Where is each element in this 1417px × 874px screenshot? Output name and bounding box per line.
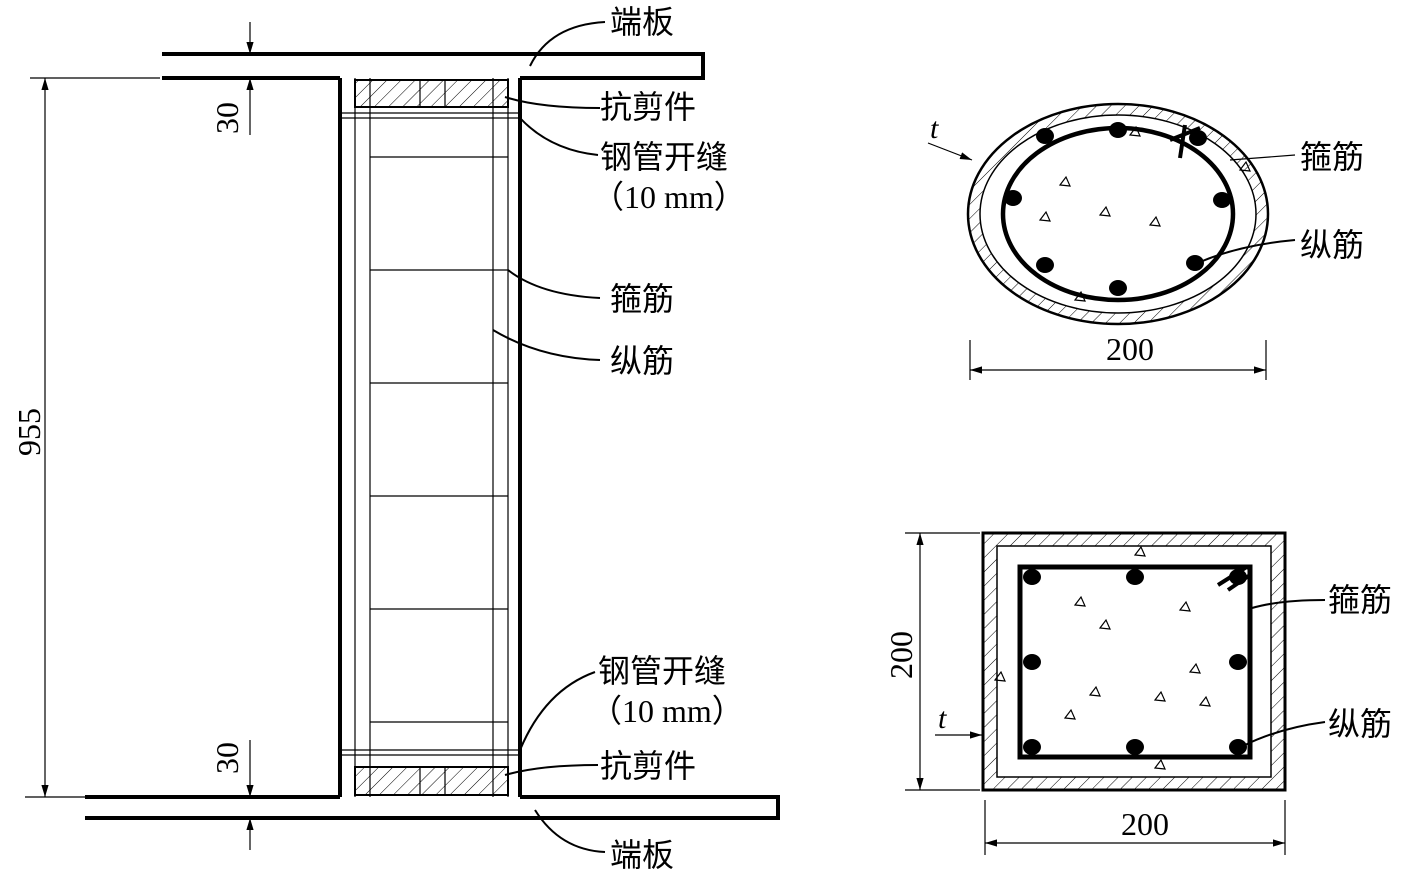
gap-dimension-bottom — [238, 740, 262, 850]
circular-section — [927, 102, 1296, 380]
label-slit-bottom-width: （10 mm） — [590, 693, 744, 729]
circular-diameter-dim: 200 — [1106, 331, 1154, 367]
circular-label-longitudinal-bar: 纵筋 — [1300, 226, 1364, 264]
top-shear-connector — [354, 79, 509, 108]
square-label-longitudinal-bar: 纵筋 — [1328, 705, 1392, 743]
label-slit-bottom: 钢管开缝 — [598, 652, 726, 690]
height-dim-text: 955 — [11, 408, 47, 456]
square-stirrup — [1017, 564, 1253, 760]
label-shear-connector-top: 抗剪件 — [600, 88, 696, 126]
circular-longitudinal-bars — [1004, 122, 1231, 296]
circular-label-stirrup: 箍筋 — [1300, 138, 1364, 176]
stirrups — [370, 156, 508, 723]
leader-lines — [492, 21, 606, 853]
bottom-gap-dim-text: 30 — [209, 742, 245, 774]
label-end-plate-bottom: 端板 — [610, 836, 674, 874]
square-longitudinal-bars — [1023, 569, 1247, 755]
gap-dimension-top — [238, 22, 262, 135]
label-stirrup: 箍筋 — [610, 280, 674, 318]
square-thickness-symbol: t — [938, 702, 947, 735]
square-section — [905, 531, 1326, 855]
label-end-plate-top: 端板 — [610, 3, 674, 41]
label-longitudinal-bar: 纵筋 — [610, 342, 674, 380]
square-width-dim: 200 — [1121, 806, 1169, 842]
top-end-plate — [162, 52, 705, 80]
top-gap-dim-text: 30 — [209, 102, 245, 134]
label-shear-connector-bottom: 抗剪件 — [600, 747, 696, 785]
bottom-end-plate — [85, 795, 780, 820]
label-slit-top: 钢管开缝 — [600, 138, 728, 176]
column-elevation — [25, 21, 780, 853]
circular-thickness-symbol: t — [930, 112, 939, 145]
square-height-dim: 200 — [883, 631, 919, 679]
square-label-stirrup: 箍筋 — [1328, 581, 1392, 619]
label-slit-top-width: （10 mm） — [592, 179, 746, 215]
height-dimension — [25, 77, 160, 798]
bottom-shear-connector — [354, 766, 509, 796]
